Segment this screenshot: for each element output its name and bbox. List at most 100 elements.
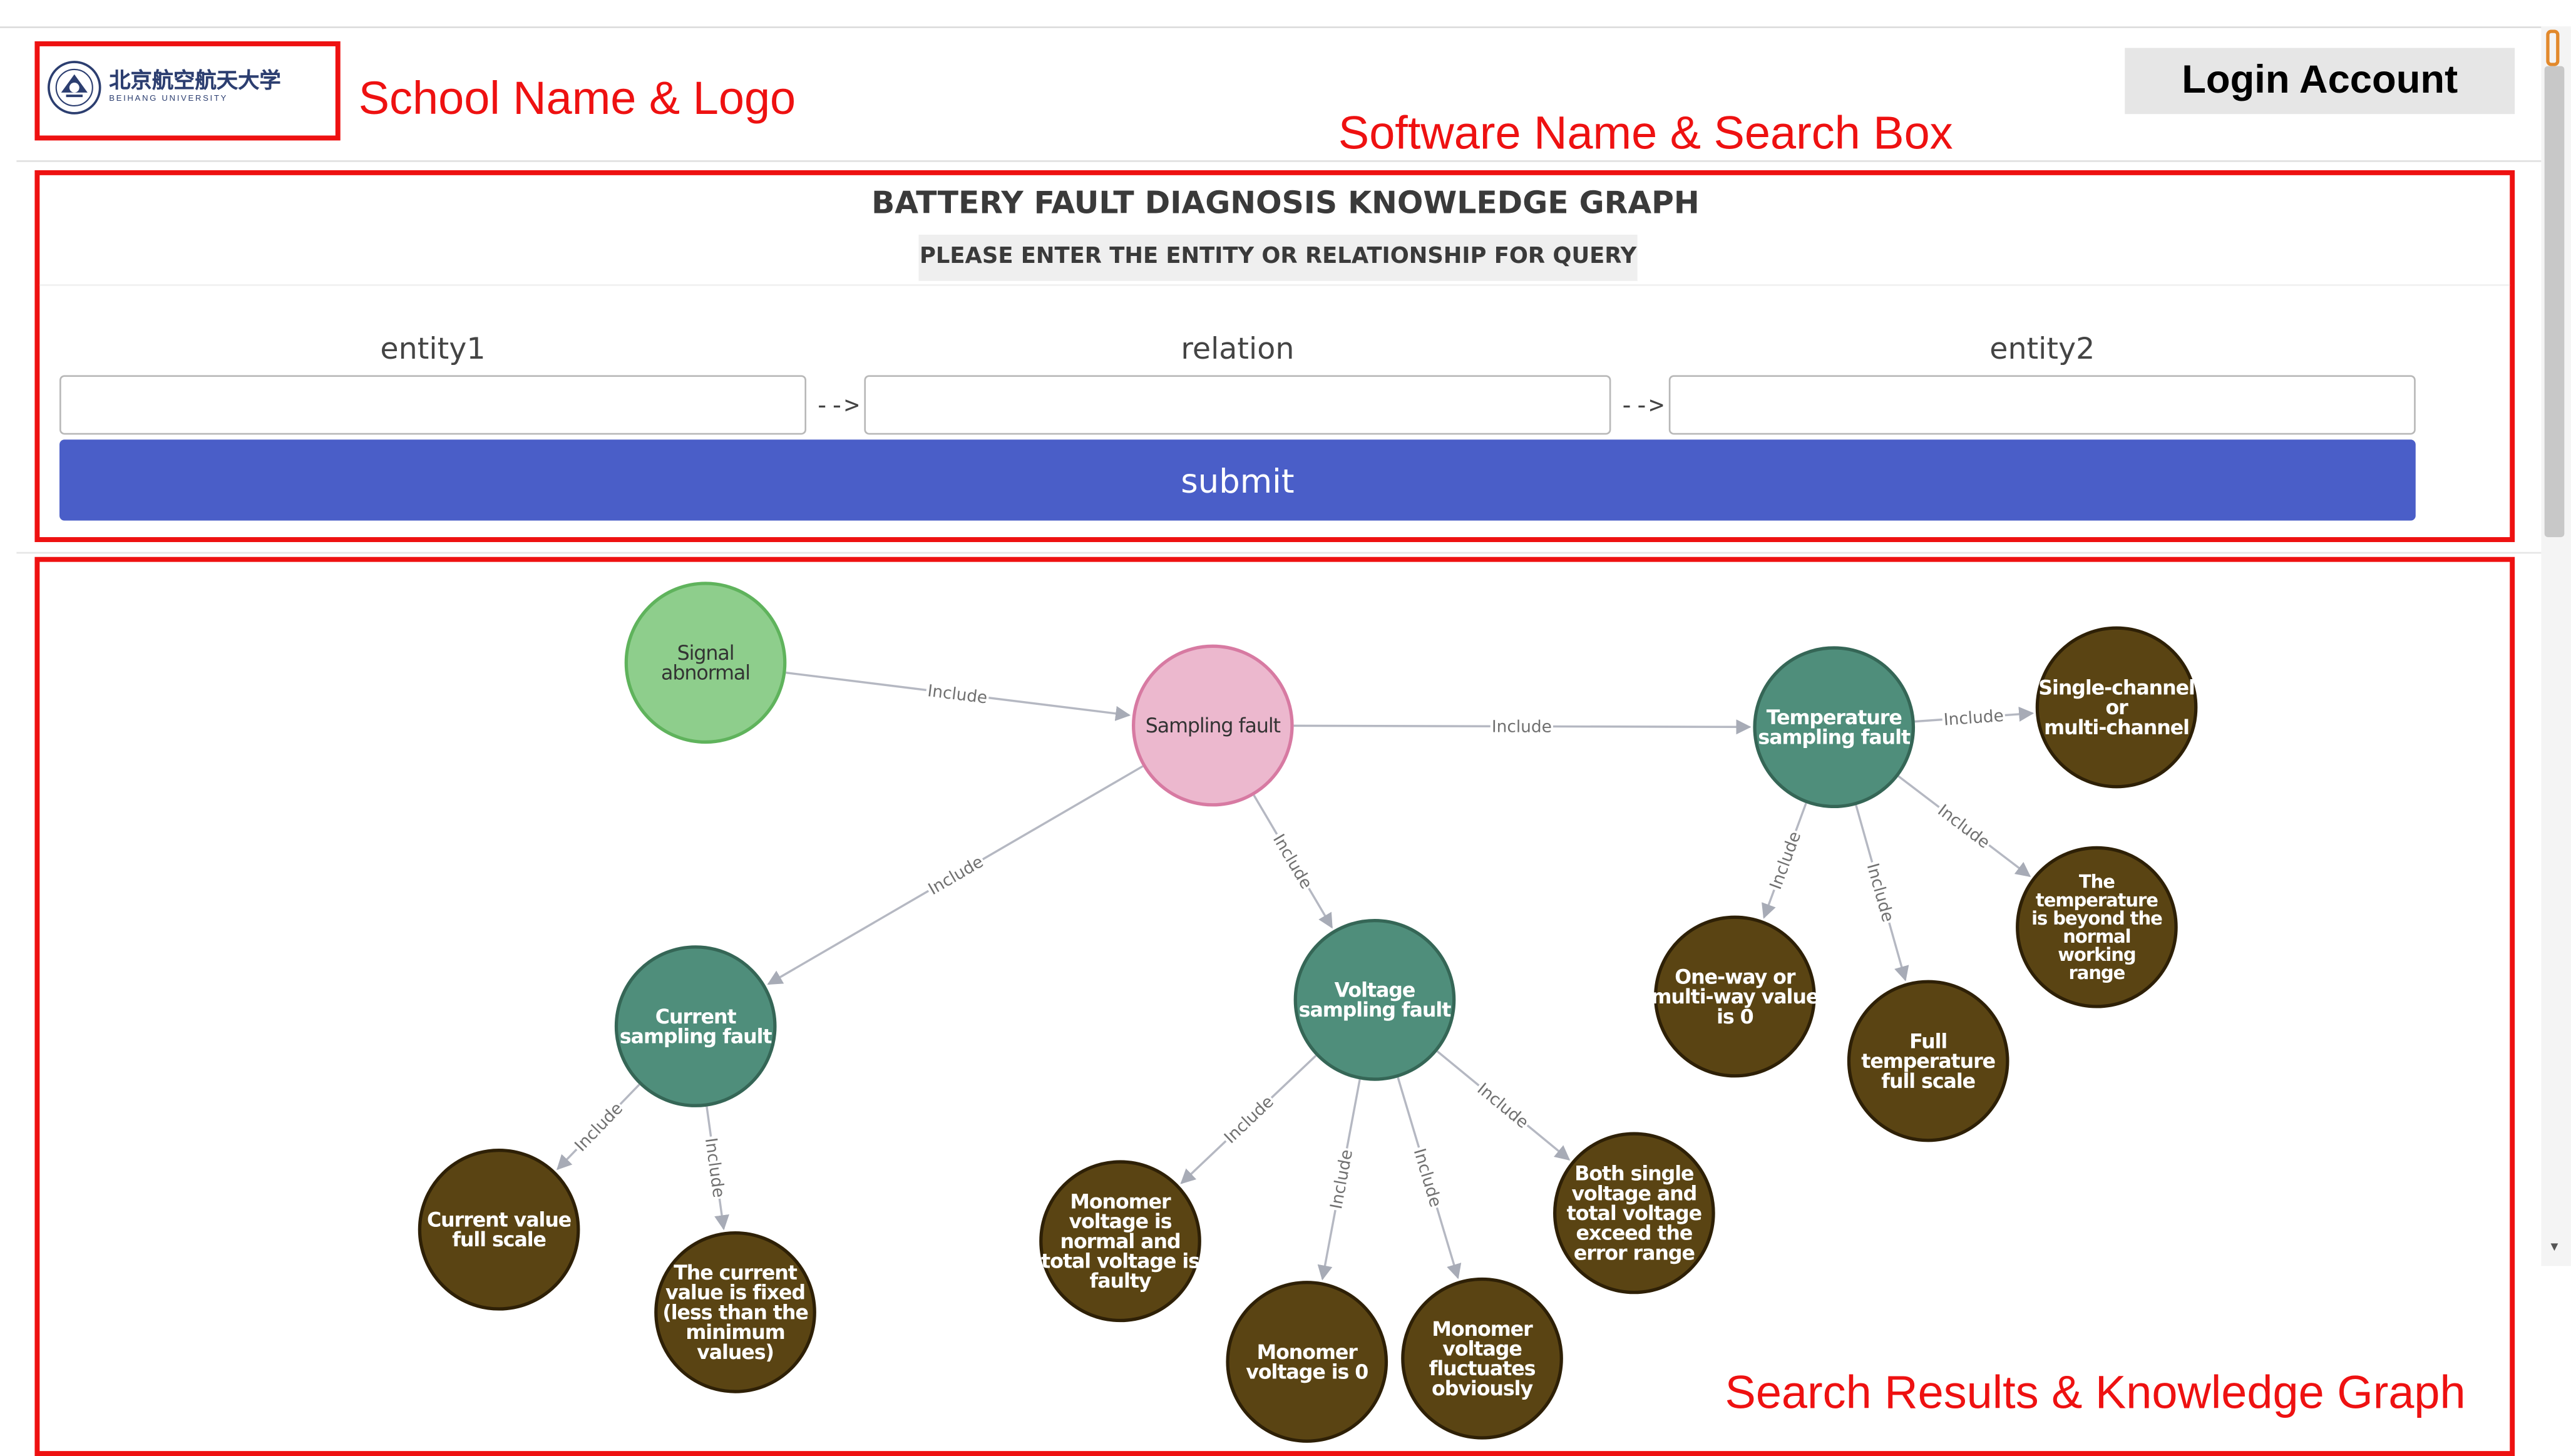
relation-input[interactable] — [864, 375, 1611, 435]
node-label: value is fixed — [665, 1282, 805, 1305]
edge-label: Include — [926, 682, 988, 708]
node-label: voltage is 0 — [1246, 1361, 1368, 1383]
login-account-button[interactable]: Login Account — [2125, 48, 2515, 115]
node-label: Current value — [427, 1209, 571, 1232]
results-panel-highlight — [34, 556, 2515, 1456]
node-label: is beyond the — [2031, 908, 2162, 929]
node-label: error range — [1574, 1242, 1695, 1264]
top-border — [0, 26, 2542, 28]
scrollbar-thumb[interactable] — [2544, 66, 2565, 538]
scroll-down-arrow-icon[interactable]: ▾ — [2550, 1239, 2558, 1256]
node-circle[interactable] — [614, 945, 777, 1107]
annotation-software: Software Name & Search Box — [1338, 107, 1953, 159]
edge-label: Include — [925, 853, 987, 899]
node-label: Monomer — [1257, 1341, 1358, 1364]
node-label: Single-channel — [2038, 677, 2195, 699]
node-label: normal and — [1060, 1231, 1180, 1253]
node-label: or — [2105, 697, 2128, 719]
node-circle[interactable] — [1654, 915, 1816, 1078]
edge-label-background — [700, 1135, 730, 1201]
edge-label-background — [1472, 1077, 1534, 1134]
node-label: temperature — [2036, 889, 2158, 911]
relation-label: relation — [1181, 332, 1295, 367]
edge-label-background — [925, 680, 990, 708]
edge-label-background — [1490, 716, 1554, 737]
edge-label: Include — [572, 1099, 627, 1156]
node-label: abnormal — [661, 662, 750, 685]
edge-label-background — [1941, 705, 2006, 730]
annotation-school: School Name & Logo — [358, 73, 796, 125]
scroll-up-button[interactable] — [2546, 29, 2560, 66]
school-name-en: BEIHANG UNIVERSITY — [109, 94, 228, 105]
node-circle[interactable] — [1039, 1160, 1201, 1323]
edge-label-background — [1219, 1090, 1278, 1149]
edge-label: Include — [1492, 717, 1552, 736]
university-seal-icon — [48, 61, 101, 115]
node-label: values) — [697, 1341, 774, 1364]
node-circle[interactable] — [1753, 646, 1916, 809]
entity1-label: entity1 — [380, 332, 486, 367]
node-circle[interactable] — [418, 1148, 580, 1311]
node-label: voltage is — [1069, 1211, 1172, 1233]
node-label: range — [2069, 962, 2125, 983]
node-circle[interactable] — [1401, 1277, 1563, 1440]
node-label: Monomer — [1070, 1191, 1171, 1214]
edge-label: Include — [1269, 831, 1316, 893]
node-label: Signal — [677, 642, 734, 665]
node-label: sampling fault — [1299, 999, 1452, 1022]
edge-label-background — [1268, 829, 1318, 894]
school-name-cn: 北京航空航天大学 — [109, 69, 281, 95]
arrow-separator-1: --> — [814, 390, 860, 420]
graph-node-sampling[interactable]: Sampling fault — [1131, 644, 1294, 807]
entity2-input[interactable] — [1668, 375, 2416, 435]
node-label: is 0 — [1717, 1006, 1753, 1028]
school-logo[interactable]: 北京航空航天大学 BEIHANG UNIVERSITY — [46, 61, 310, 115]
page-title: BATTERY FAULT DIAGNOSIS KNOWLEDGE GRAPH — [871, 187, 1700, 222]
entity2-label: entity2 — [1989, 332, 2095, 367]
node-label: exceed the — [1576, 1223, 1692, 1245]
node-circle[interactable] — [654, 1231, 816, 1393]
node-label: Both single — [1574, 1163, 1693, 1186]
node-label: Full — [1909, 1030, 1947, 1053]
node-label: obviously — [1432, 1378, 1533, 1400]
arrow-separator-2: --> — [1619, 390, 1665, 420]
edge-label: Include — [1474, 1080, 1532, 1132]
node-circle[interactable] — [1131, 644, 1294, 807]
node-circle[interactable] — [624, 582, 787, 744]
node-circle[interactable] — [1553, 1132, 1715, 1295]
node-label: faulty — [1090, 1270, 1152, 1293]
node-label: Sampling fault — [1146, 715, 1281, 737]
submit-button[interactable]: submit — [59, 439, 2416, 521]
node-circle[interactable] — [1293, 918, 1456, 1081]
node-circle[interactable] — [1226, 1281, 1388, 1443]
node-circle[interactable] — [2016, 846, 2178, 1008]
node-circle[interactable] — [2035, 626, 2198, 789]
search-divider — [39, 284, 2510, 286]
node-label: voltage and — [1571, 1182, 1696, 1205]
node-label: Current — [655, 1006, 737, 1028]
node-label: fluctuates — [1429, 1358, 1536, 1380]
query-instruction: PLEASE ENTER THE ENTITY OR RELATIONSHIP … — [919, 244, 1637, 270]
node-label: One-way or — [1675, 966, 1796, 988]
subtitle-background — [918, 234, 1638, 281]
entity1-input[interactable] — [59, 375, 807, 435]
edge-label-background — [923, 851, 988, 900]
node-label: The — [2079, 871, 2115, 893]
node-circle[interactable] — [1847, 980, 2009, 1142]
